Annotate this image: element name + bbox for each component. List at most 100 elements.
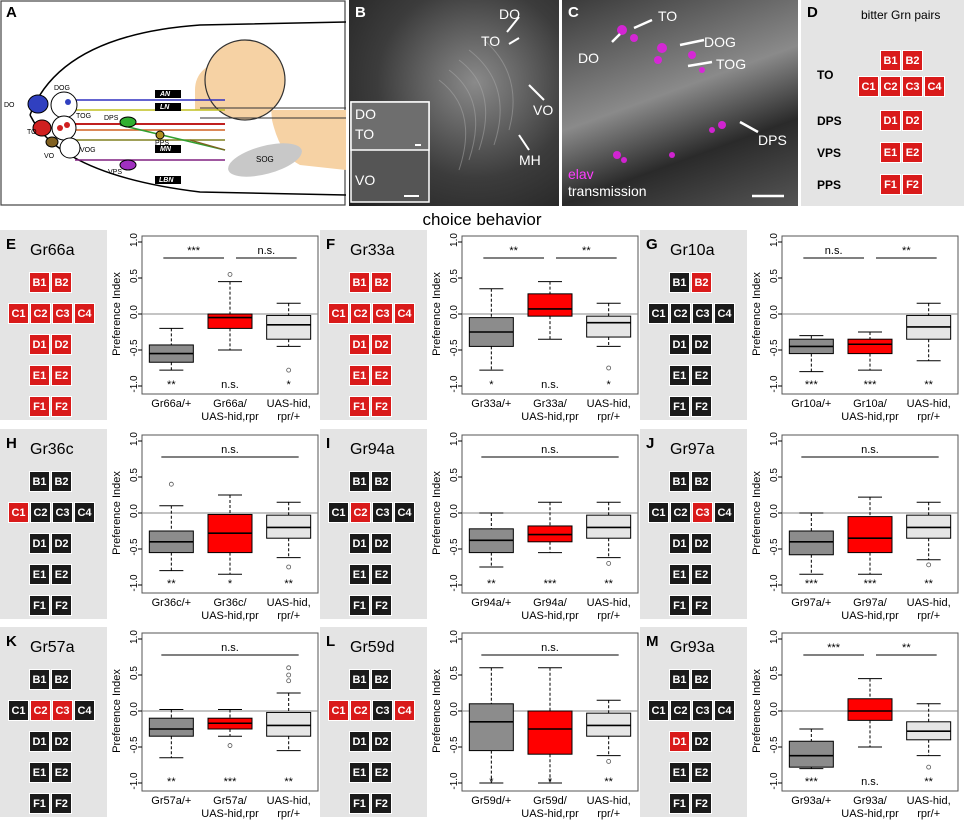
label-an: AN	[159, 91, 171, 98]
y-tick-label: 0.0	[769, 305, 780, 319]
cell-e1: E1	[880, 142, 901, 163]
gene-name: Gr33a	[350, 242, 395, 259]
bottom-significance: ***	[544, 578, 558, 590]
outlier-point	[286, 678, 292, 684]
cell-f1: F1	[349, 793, 370, 814]
x-category-label: Gr94a/+	[471, 597, 511, 609]
cell-c2: C2	[880, 76, 901, 97]
cell-d1: D1	[29, 533, 50, 554]
y-tick-label: -1.0	[129, 772, 140, 790]
box-1	[527, 501, 573, 554]
cell-b2: B2	[51, 272, 72, 293]
bracket-label: n.s.	[861, 444, 879, 456]
cell-e1: E1	[349, 365, 370, 386]
cell-c1: C1	[8, 502, 29, 523]
box-1	[847, 331, 893, 371]
label-ln: LN	[160, 104, 170, 111]
cell-d1: D1	[669, 731, 690, 752]
cell-f1: F1	[669, 793, 690, 814]
cell-c1: C1	[648, 502, 669, 523]
bottom-significance: n.s.	[221, 379, 239, 391]
gene-name: Gr59d	[350, 639, 395, 656]
x-category-label: Gr36c/+	[152, 597, 191, 609]
y-axis-label: Preference Index	[751, 272, 763, 356]
cell-e2: E2	[51, 564, 72, 585]
cell-f1: F1	[669, 396, 690, 417]
y-tick-label: -0.5	[449, 538, 460, 556]
bottom-significance: **	[604, 578, 613, 590]
x-category-label: rpr/+	[597, 808, 620, 820]
x-category-label: Gr97a/	[853, 597, 888, 609]
y-tick-label: 1.0	[449, 432, 460, 446]
y-tick-label: 1.0	[449, 233, 460, 247]
box-2	[266, 665, 312, 752]
cell-e2: E2	[902, 142, 923, 163]
x-category-label: Gr59d/	[533, 795, 568, 807]
bottom-significance: **	[167, 379, 176, 391]
y-tick-label: 0.5	[449, 269, 460, 283]
panel-letter-d: D	[807, 4, 818, 21]
panel-c-fluorescence-image: C TO DO DOG TOG DPS elav transmission	[562, 0, 798, 206]
y-axis-label: Preference Index	[431, 669, 443, 753]
cell-d1: D1	[29, 731, 50, 752]
bracket-label: n.s.	[541, 444, 559, 456]
bottom-significance: ***	[805, 776, 819, 788]
x-category-label: UAS-hid,	[587, 795, 631, 807]
box-0	[148, 481, 194, 572]
box-2	[586, 501, 632, 566]
cell-b1: B1	[669, 669, 690, 690]
bracket-label: n.s.	[221, 642, 239, 654]
cell-c4: C4	[74, 502, 95, 523]
cell-f1: F1	[349, 595, 370, 616]
bottom-significance: **	[487, 578, 496, 590]
cell-c4: C4	[714, 700, 735, 721]
bracket-label: n.s.	[257, 245, 275, 257]
x-category-label: UAS-hid,rpr	[201, 411, 259, 423]
outlier-point	[227, 743, 233, 748]
x-category-label: UAS-hid,rpr	[841, 808, 899, 820]
y-tick-label: -0.5	[769, 538, 780, 556]
outlier-point	[606, 560, 612, 566]
cell-c1: C1	[328, 303, 349, 324]
legend-transmission: transmission	[568, 183, 647, 199]
x-category-label: UAS-hid,	[587, 398, 631, 410]
x-category-label: UAS-hid,	[907, 795, 951, 807]
x-category-label: Gr57a/+	[151, 795, 191, 807]
y-tick-label: -1.0	[769, 375, 780, 393]
outlier-point	[286, 564, 292, 570]
y-tick-label: -1.0	[129, 574, 140, 592]
label-mn: MN	[160, 146, 172, 153]
panel-d: D bitter Grn pairs TO DPS VPS PPS B1 B2 …	[801, 0, 964, 206]
panel-d-grid: B1 B2 C1 C2 C3 C4 D1 D2 E1 E2 F1 F2	[858, 50, 948, 200]
cell-f2: F2	[371, 793, 392, 814]
bottom-significance: n.s.	[861, 776, 879, 788]
outlier-point	[926, 764, 932, 770]
bottom-significance: *	[548, 776, 553, 788]
y-tick-label: 1.0	[129, 630, 140, 644]
cell-c3: C3	[52, 303, 73, 324]
bracket-label: n.s.	[221, 444, 239, 456]
cell-e2: E2	[371, 365, 392, 386]
cell-b1: B1	[669, 471, 690, 492]
outlier-point	[286, 367, 292, 373]
y-tick-label: 0.0	[449, 504, 460, 518]
x-category-label: UAS-hid,rpr	[521, 808, 579, 820]
cell-c4: C4	[924, 76, 945, 97]
cell-c3: C3	[692, 502, 713, 523]
cell-c2: C2	[670, 502, 691, 523]
y-tick-label: 0.5	[769, 468, 780, 482]
cell-c1: C1	[328, 502, 349, 523]
cell-b2: B2	[371, 471, 392, 492]
bracket-label: **	[902, 642, 911, 654]
label-sog: SOG	[256, 155, 274, 164]
